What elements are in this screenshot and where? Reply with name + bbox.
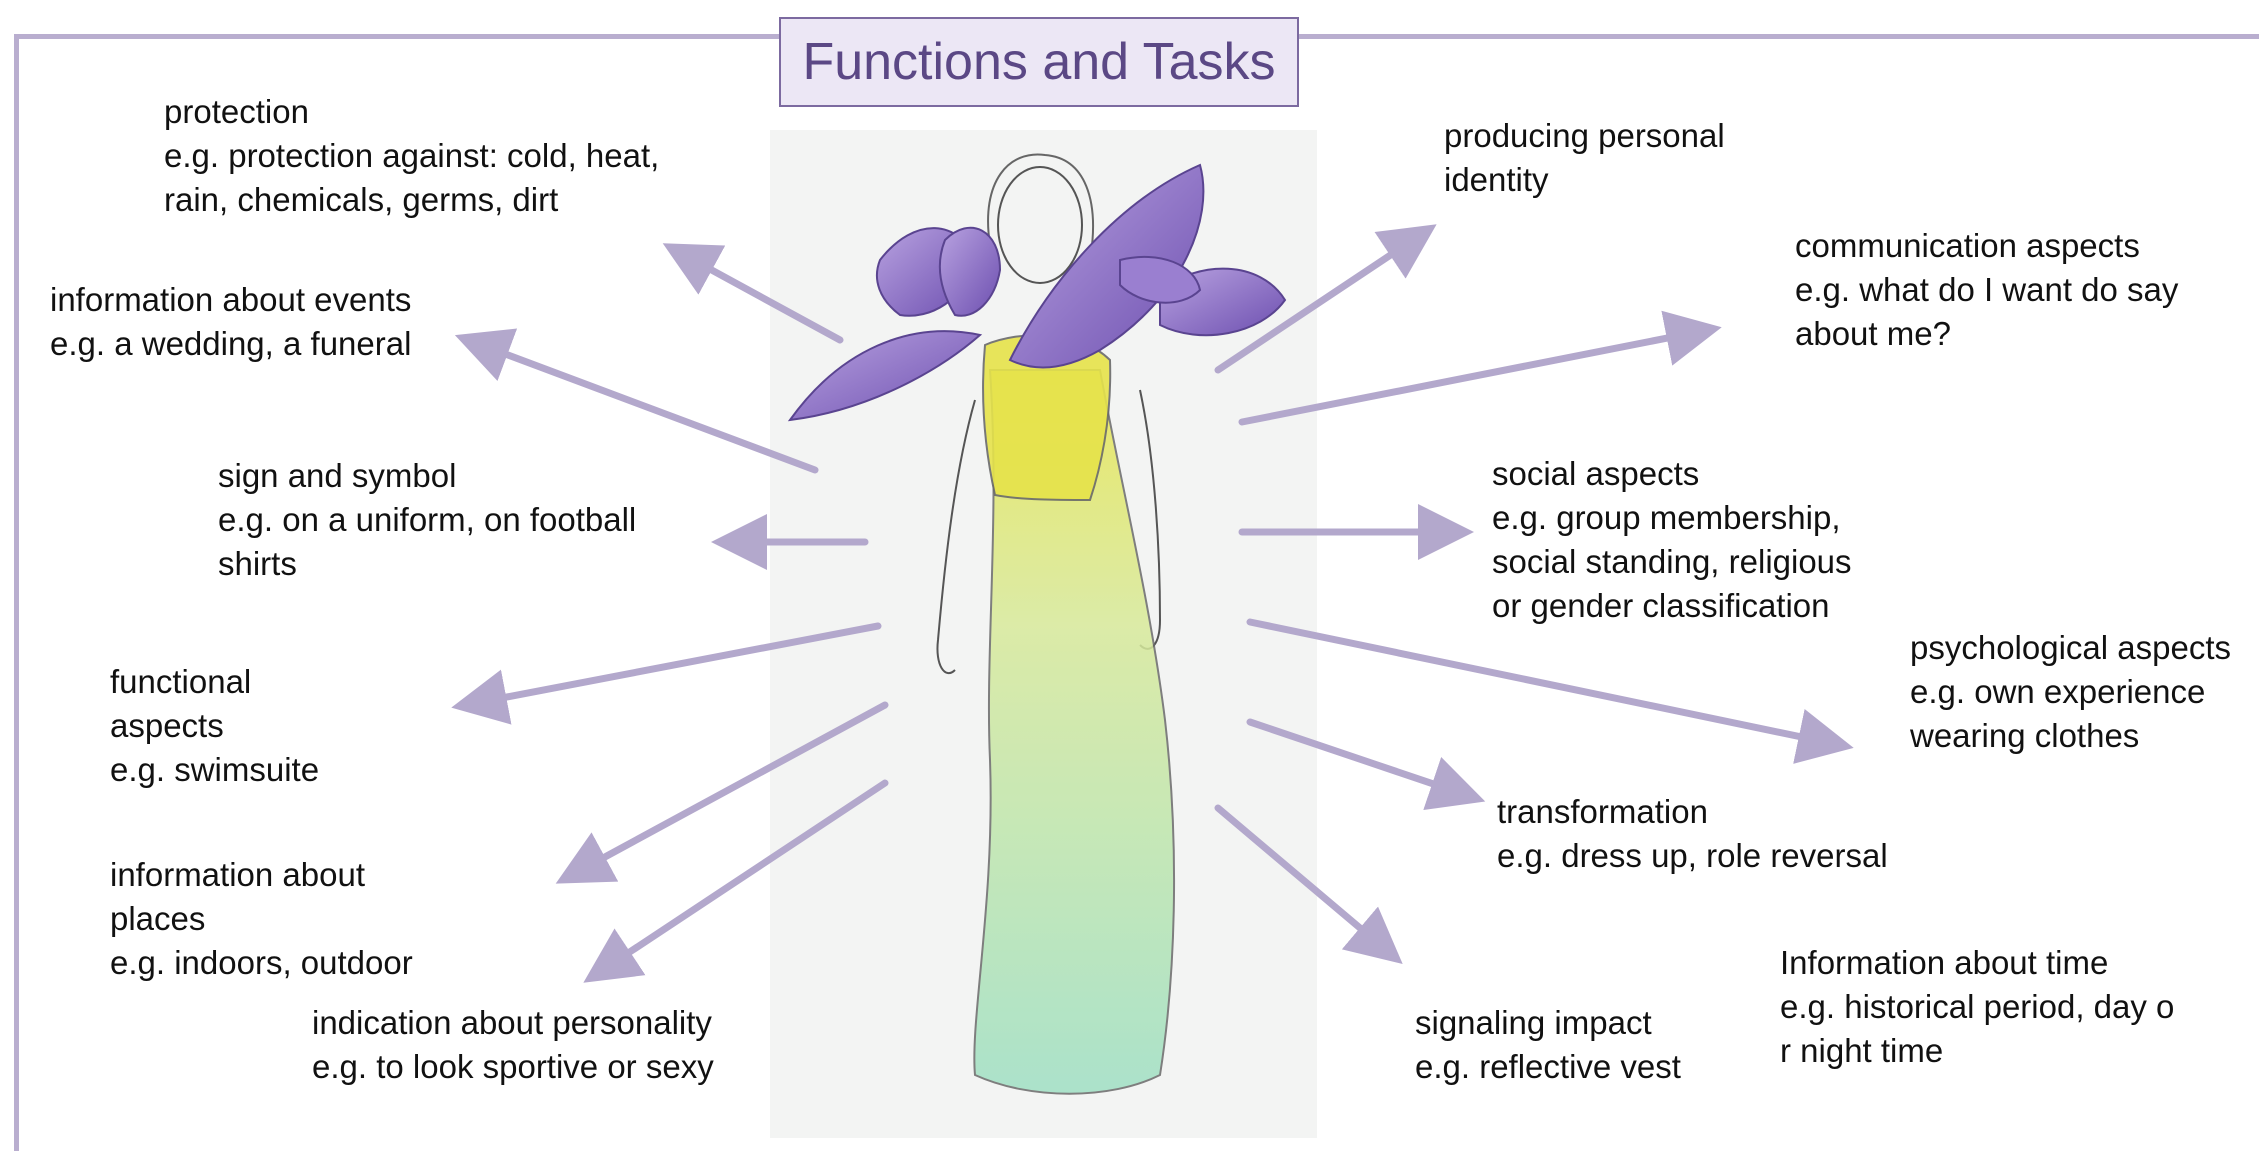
label-social-line: social standing, religious	[1492, 540, 1852, 584]
arrow-places	[568, 705, 885, 877]
label-events: information about events e.g. a wedding,…	[50, 278, 411, 366]
label-time-head: Information about time	[1780, 941, 2174, 985]
label-signaling: signaling impact e.g. reflective vest	[1415, 1001, 1681, 1089]
label-personality-head: indication about personality	[312, 1001, 714, 1045]
label-protection-line: e.g. protection against: cold, heat,	[164, 134, 659, 178]
label-identity-head: producing personal	[1444, 114, 1725, 158]
label-time-line: r night time	[1780, 1029, 2174, 1073]
label-identity: producing personal identity	[1444, 114, 1725, 202]
label-time-line: e.g. historical period, day o	[1780, 985, 2174, 1029]
arrow-functional	[465, 626, 878, 705]
label-places-head: information about	[110, 853, 413, 897]
figure-head	[998, 167, 1082, 283]
label-functional-head: functional	[110, 660, 319, 704]
label-social-line: e.g. group membership,	[1492, 496, 1852, 540]
petal-left-1	[790, 331, 980, 420]
arrow-transformation	[1250, 722, 1472, 797]
label-social-head: social aspects	[1492, 452, 1852, 496]
label-protection-line: rain, chemicals, germs, dirt	[164, 178, 659, 222]
label-sign-line: e.g. on a uniform, on football	[218, 498, 636, 542]
label-functional-line: aspects	[110, 704, 319, 748]
label-communication: communication aspects e.g. what do I wan…	[1795, 224, 2178, 356]
label-events-line: e.g. a wedding, a funeral	[50, 322, 411, 366]
arrow-signaling	[1218, 808, 1392, 955]
arrow-communication	[1242, 330, 1708, 422]
label-places-line: places	[110, 897, 413, 941]
petal-left-3	[940, 228, 1000, 316]
arrow-protection	[675, 250, 840, 340]
label-psychological-line: e.g. own experience	[1910, 670, 2231, 714]
label-psychological: psychological aspects e.g. own experienc…	[1910, 626, 2231, 758]
label-sign-head: sign and symbol	[218, 454, 636, 498]
label-personality: indication about personality e.g. to loo…	[312, 1001, 714, 1089]
label-sign-line: shirts	[218, 542, 636, 586]
label-transformation: transformation e.g. dress up, role rever…	[1497, 790, 1888, 878]
label-signaling-line: e.g. reflective vest	[1415, 1045, 1681, 1089]
label-communication-line: e.g. what do I want do say	[1795, 268, 2178, 312]
label-personality-line: e.g. to look sportive or sexy	[312, 1045, 714, 1089]
label-psychological-head: psychological aspects	[1910, 626, 2231, 670]
label-time: Information about time e.g. historical p…	[1780, 941, 2174, 1073]
dress-illustration	[790, 154, 1285, 1093]
label-protection: protection e.g. protection against: cold…	[164, 90, 659, 222]
arrow-events	[468, 340, 815, 470]
label-psychological-line: wearing clothes	[1910, 714, 2231, 758]
figure-hair	[988, 154, 1093, 260]
label-identity-line: identity	[1444, 158, 1725, 202]
label-communication-line: about me?	[1795, 312, 2178, 356]
arrow-psychological	[1250, 622, 1840, 745]
label-functional-line: e.g. swimsuite	[110, 748, 319, 792]
label-functional: functional aspects e.g. swimsuite	[110, 660, 319, 792]
label-places-line: e.g. indoors, outdoor	[110, 941, 413, 985]
label-transformation-line: e.g. dress up, role reversal	[1497, 834, 1888, 878]
label-transformation-head: transformation	[1497, 790, 1888, 834]
label-events-head: information about events	[50, 278, 411, 322]
label-signaling-head: signaling impact	[1415, 1001, 1681, 1045]
label-sign: sign and symbol e.g. on a uniform, on fo…	[218, 454, 636, 586]
arrow-personality	[595, 783, 885, 975]
figure-left-arm	[937, 400, 975, 673]
label-communication-head: communication aspects	[1795, 224, 2178, 268]
label-social-line: or gender classification	[1492, 584, 1852, 628]
label-places: information about places e.g. indoors, o…	[110, 853, 413, 985]
label-social: social aspects e.g. group membership, so…	[1492, 452, 1852, 628]
label-protection-head: protection	[164, 90, 659, 134]
